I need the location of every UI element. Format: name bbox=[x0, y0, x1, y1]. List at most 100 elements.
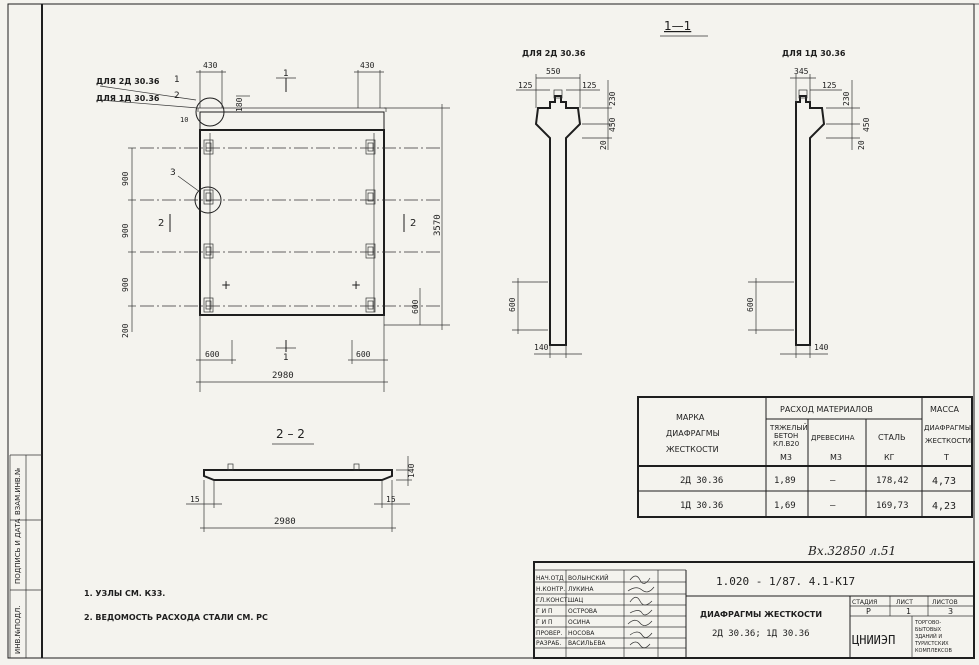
stage-header: СТАДИЯ bbox=[852, 599, 877, 606]
s11-left-profile bbox=[534, 95, 582, 346]
row2-steel: 169,73 bbox=[876, 501, 909, 511]
s11-right-dim-125: 125 bbox=[822, 81, 837, 90]
top-dim-left: 430 bbox=[203, 61, 218, 70]
doc-title-2: 2Д 30.36; 1Д 30.36 bbox=[712, 629, 810, 639]
name-2: ШАЦ bbox=[568, 597, 584, 604]
org-small-3: ТУРИСТСКИХ bbox=[914, 641, 949, 647]
s11-right-dim-345: 345 bbox=[794, 67, 809, 76]
elevation-view: ДЛЯ 2Д 30.36 ДЛЯ 1Д 30.36 1 2 3 430 430 … bbox=[96, 61, 450, 392]
role-2: ГЛ.КОНСТ. bbox=[536, 597, 569, 604]
org-small-0: ТОРГОВО- bbox=[914, 620, 941, 626]
th-consumption: РАСХОД МАТЕРИАЛОВ bbox=[780, 405, 873, 414]
s11-right-label: ДЛЯ 1Д 30.36 bbox=[782, 49, 846, 58]
section-mark-top: 1 bbox=[283, 69, 289, 79]
s11-right-profile bbox=[795, 95, 826, 346]
callout-n2: 2 bbox=[174, 91, 180, 101]
doc-title-1: ДИАФРАГМЫ ЖЕСТКОСТИ bbox=[700, 610, 822, 619]
plus-right: + bbox=[351, 278, 361, 292]
role-0: НАЧ.ОТД bbox=[536, 575, 564, 582]
callout-n1: 1 bbox=[174, 75, 180, 85]
bottom-dim-600-left: 600 bbox=[205, 350, 220, 359]
note-1: 1. УЗЛЫ СМ. К33. bbox=[84, 589, 165, 598]
th-steel-1: СТАЛЬ bbox=[878, 433, 905, 442]
name-3: ОСТРОВА bbox=[568, 608, 598, 615]
signatures bbox=[627, 575, 655, 649]
detail-circle-1-2 bbox=[195, 97, 225, 127]
role-1: Н.КОНТР. bbox=[536, 586, 565, 593]
name-0: ВОЛЫНСКИЙ bbox=[568, 575, 609, 582]
sheet-value: 1 bbox=[906, 607, 911, 616]
s11-left-dim-125b: 125 bbox=[582, 81, 597, 90]
th-mass-sub-3: Т bbox=[943, 453, 949, 462]
diaphragm-panel bbox=[199, 129, 385, 316]
org-small-2: ЗДАНИЙ И bbox=[915, 633, 942, 640]
top-dim-right: 430 bbox=[360, 61, 375, 70]
side-strip: ИНВ.№ПОДЛ. ПОДПИСЬ И ДАТА ВЗАМ.ИНВ.№ bbox=[9, 454, 42, 658]
org-small-4: КОМПЛЕКСОВ bbox=[915, 648, 952, 654]
s11-left-dim-20: 20 bbox=[599, 140, 608, 150]
row1-mark: 2Д 30.36 bbox=[680, 476, 723, 486]
right-dim-3570: 3570 bbox=[433, 214, 443, 236]
role-3: Г И П bbox=[536, 608, 552, 615]
side-label-sign: ПОДПИСЬ И ДАТА bbox=[14, 518, 22, 584]
th-concrete-4: М3 bbox=[780, 453, 792, 462]
sheets-value: 3 bbox=[948, 607, 953, 616]
side-label-inv: ИНВ.№ПОДЛ. bbox=[14, 605, 22, 654]
s22-dim-2980: 2980 bbox=[274, 517, 296, 527]
row1-steel: 178,42 bbox=[876, 476, 909, 486]
left-dim-200: 200 bbox=[121, 323, 130, 338]
s22-profile bbox=[203, 469, 393, 481]
s11-right-dim-450: 450 bbox=[862, 117, 871, 132]
callout-for-2d: ДЛЯ 2Д 30.36 bbox=[96, 77, 160, 86]
th-concrete-2: БЕТОН bbox=[774, 432, 798, 440]
section-2-2: 2 – 2 140 15 15 2980 bbox=[186, 427, 416, 532]
th-mark-3: ЖЕСТКОСТИ bbox=[666, 445, 719, 454]
row2-mark: 1Д 30.36 bbox=[680, 501, 723, 511]
name-6: ВАСИЛЬЕВА bbox=[568, 640, 606, 647]
table-row: 1Д 30.36 1,69 — 169,73 4,23 bbox=[680, 501, 956, 512]
note-2: 2. ВЕДОМОСТЬ РАСХОДА СТАЛИ СМ. РС bbox=[84, 613, 268, 622]
doc-code: 1.020 - 1/87. 4.1-К17 bbox=[716, 575, 855, 588]
row1-concrete: 1,89 bbox=[774, 476, 796, 486]
name-4: ОСИНА bbox=[568, 619, 591, 626]
sheet-header: ЛИСТ bbox=[896, 599, 913, 606]
left-dim-900-c: 900 bbox=[121, 277, 130, 292]
s11-left-dim-125a: 125 bbox=[518, 81, 533, 90]
materials-table: МАРКА ДИАФРАГМЫ ЖЕСТКОСТИ РАСХОД МАТЕРИА… bbox=[637, 396, 973, 518]
side-label-replace: ВЗАМ.ИНВ.№ bbox=[14, 468, 22, 515]
row2-mass: 4,23 bbox=[932, 501, 956, 512]
s11-left-label: ДЛЯ 2Д 30.36 bbox=[522, 49, 586, 58]
sheets-header: ЛИСТОВ bbox=[932, 599, 958, 606]
row2-concrete: 1,69 bbox=[774, 501, 796, 511]
name-1: ЛУКИНА bbox=[568, 586, 594, 593]
detail-circle-3 bbox=[194, 186, 222, 214]
section-mark-right: 2 bbox=[410, 218, 416, 229]
section-22-title: 2 – 2 bbox=[276, 427, 305, 441]
s11-left-dim-550: 550 bbox=[546, 67, 561, 76]
title-block: НАЧ.ОТД ВОЛЫНСКИЙ Н.КОНТР. ЛУКИНА ГЛ.КОН… bbox=[533, 561, 975, 659]
s22-dim-15-right: 15 bbox=[386, 495, 396, 504]
th-concrete-3: КЛ.В20 bbox=[773, 440, 799, 448]
s11-left-dim-140: 140 bbox=[534, 343, 549, 352]
th-mass-sub-2: ЖЕСТКОСТИ bbox=[925, 437, 971, 445]
name-5: НОСОВА bbox=[568, 630, 595, 637]
th-mass-sub-1: ДИАФРАГМЫ bbox=[924, 424, 971, 432]
left-dim-900-a: 900 bbox=[121, 171, 130, 186]
s11-right-dim-140: 140 bbox=[814, 343, 829, 352]
stamp-roles: НАЧ.ОТД ВОЛЫНСКИЙ Н.КОНТР. ЛУКИНА ГЛ.КОН… bbox=[536, 575, 609, 647]
bottom-dim-600-right: 600 bbox=[356, 350, 371, 359]
section-mark-bottom: 1 bbox=[283, 353, 289, 363]
reference-number: Вх.32850 л.51 bbox=[807, 544, 896, 558]
table-row: 2Д 30.36 1,89 — 178,42 4,73 bbox=[680, 476, 956, 487]
s11-left-dim-230: 230 bbox=[608, 91, 617, 106]
s22-dim-15-left: 15 bbox=[190, 495, 200, 504]
org-small-1: БЫТОВЫХ bbox=[915, 627, 942, 633]
s22-dim-140: 140 bbox=[407, 463, 416, 478]
stage-value: Р bbox=[866, 607, 871, 616]
callout-n3: 3 bbox=[170, 168, 176, 178]
section-11-title: 1—1 bbox=[664, 19, 691, 33]
th-mass: МАССА bbox=[930, 405, 960, 414]
left-dim-900-b: 900 bbox=[121, 223, 130, 238]
s11-right-dim-20: 20 bbox=[857, 140, 866, 150]
